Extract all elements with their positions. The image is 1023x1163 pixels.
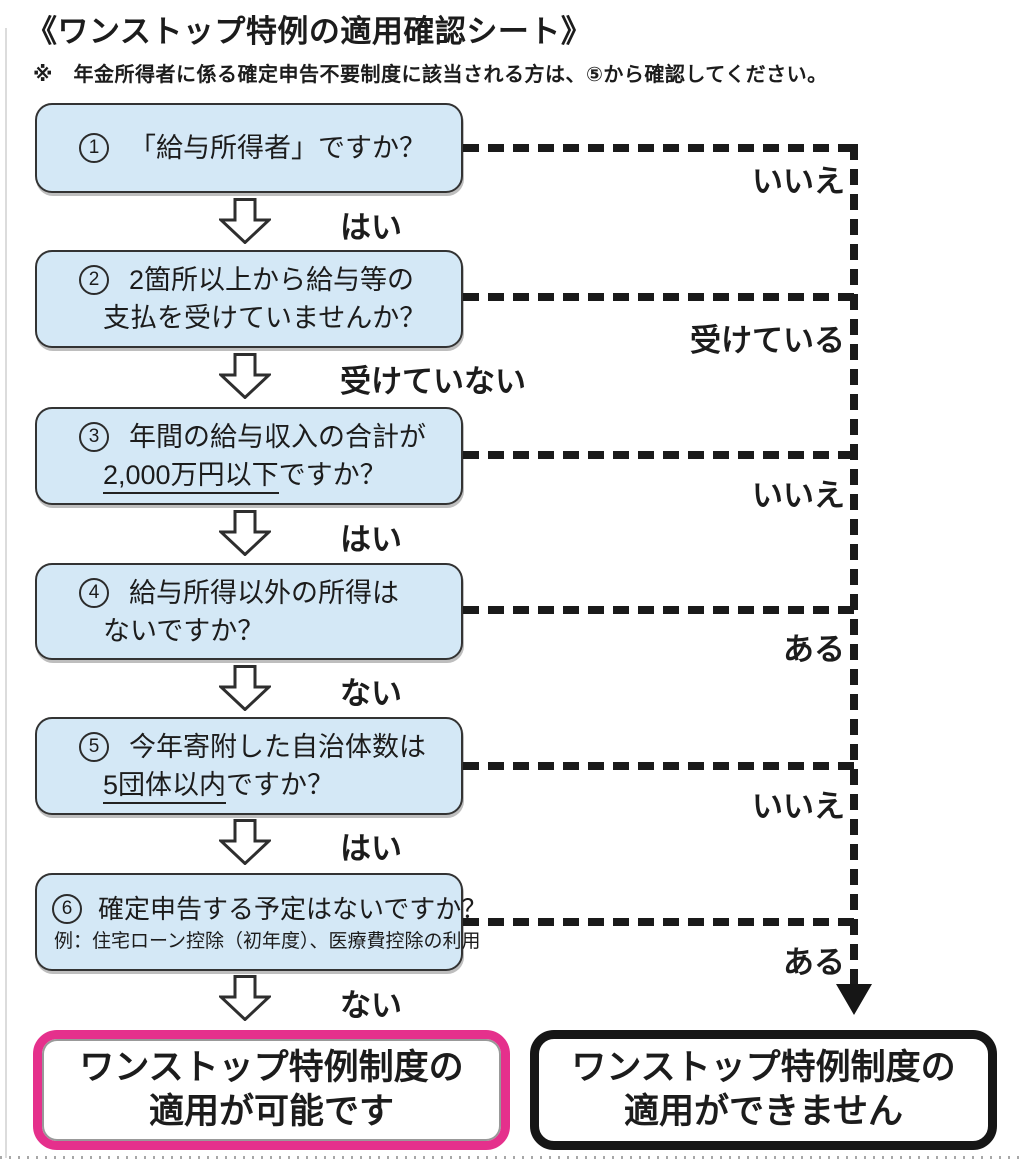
- proceed-label-2: 受けていない: [340, 364, 526, 399]
- proceed-label-4: ない: [340, 676, 402, 711]
- question-box-4: 4 給与所得以外の所得は ないですか？: [35, 563, 463, 660]
- flow-down-arrow-icon: [219, 353, 271, 399]
- step-number-badge: 6: [52, 894, 82, 924]
- flow-down-arrow-icon: [219, 975, 271, 1021]
- question-text-line2: 支払を受けていませんか？: [103, 303, 427, 333]
- cut-line-dotted: [0, 1156, 1023, 1159]
- flow-down-arrow-icon: [219, 665, 271, 711]
- flow-down-arrow-icon: [219, 510, 271, 556]
- question-line: 2 2箇所以上から給与等の: [79, 261, 461, 299]
- branch-label-4: ある: [783, 632, 845, 667]
- step-number-badge: 5: [79, 732, 109, 762]
- question-box-3: 3 年間の給与収入の合計が 2,000万円以下ですか？: [35, 407, 463, 505]
- underlined-condition: 5団体以内: [103, 770, 227, 804]
- step-number-badge: 1: [79, 133, 109, 163]
- dashed-connector-horizontal-5: [463, 762, 858, 770]
- flow-down-arrow-icon: [219, 819, 271, 865]
- flow-down-arrow-icon: [219, 198, 271, 244]
- sheet-note: ※ 年金所得者に係る確定申告不要制度に該当される方は、⑤から確認してください。: [33, 64, 828, 86]
- question-text: 2箇所以上から給与等の: [129, 265, 415, 295]
- result-eligible-line2: 適用が可能です: [148, 1092, 394, 1131]
- dashed-connector-horizontal-1: [463, 144, 858, 152]
- question-text: 確定申告する予定はないですか？: [98, 894, 488, 924]
- result-box-eligible: ワンストップ特例制度の 適用が可能です: [33, 1030, 510, 1150]
- dashed-connector-horizontal-4: [463, 606, 858, 614]
- question-box-1: 1 「給与所得者」ですか？: [35, 103, 463, 193]
- proceed-label-5: はい: [340, 831, 402, 866]
- result-box-ineligible: ワンストップ特例制度の 適用ができません: [530, 1030, 997, 1150]
- branch-label-6: ある: [783, 945, 845, 980]
- question-box-2: 2 2箇所以上から給与等の 支払を受けていませんか？: [35, 250, 463, 348]
- result-ineligible-line2: 適用ができません: [624, 1092, 903, 1131]
- result-ineligible-line1: ワンストップ特例制度の: [571, 1048, 956, 1087]
- arrowhead-down-icon: [836, 984, 872, 1015]
- underlined-condition: 2,000万円以下: [103, 460, 279, 494]
- proceed-label-6: ない: [340, 988, 402, 1023]
- question-box-6: 6 確定申告する予定はないですか？ 例：住宅ローン控除（初年度）、医療費控除の利…: [35, 873, 487, 971]
- proceed-label-3: はい: [340, 522, 402, 557]
- question-line: 6 確定申告する予定はないですか？: [52, 890, 487, 928]
- step-number-badge: 4: [79, 577, 109, 608]
- question-box-5: 5 今年寄附した自治体数は 5団体以内ですか？: [35, 717, 463, 815]
- result-eligible-line1: ワンストップ特例制度の: [79, 1048, 464, 1087]
- branch-label-1: いいえ: [752, 164, 845, 199]
- page-edge-line: [5, 28, 7, 1158]
- dashed-connector-horizontal-3: [463, 451, 858, 459]
- branch-label-3: いいえ: [752, 478, 845, 513]
- question-text-line2: ないですか？: [103, 615, 265, 646]
- question-text: 今年寄附した自治体数は: [129, 732, 426, 762]
- question-example-note: 例：住宅ローン控除（初年度）、医療費控除の利用: [54, 931, 481, 952]
- question-line: 4 給与所得以外の所得は: [79, 574, 461, 612]
- step-number-badge: 2: [79, 265, 109, 295]
- dashed-connector-vertical: [850, 144, 858, 986]
- branch-label-5: いいえ: [752, 789, 845, 824]
- question-line: 3 年間の給与収入の合計が: [79, 418, 461, 456]
- sheet-title: 《ワンストップ特例の適用確認シート》: [26, 14, 593, 49]
- question-text-rest: ですか？: [278, 460, 387, 490]
- question-text: 給与所得以外の所得は: [129, 577, 399, 608]
- dashed-connector-horizontal-6: [463, 918, 858, 926]
- proceed-label-1: はい: [340, 210, 402, 245]
- step-number-badge: 3: [79, 422, 109, 452]
- question-text-line2: 5団体以内ですか？: [103, 766, 461, 804]
- question-text-line2: 2,000万円以下ですか？: [103, 456, 461, 494]
- branch-label-2: 受けている: [690, 323, 845, 358]
- question-line: 5 今年寄附した自治体数は: [79, 728, 461, 766]
- question-text: 「給与所得者」ですか？: [129, 133, 426, 163]
- question-text: 年間の給与収入の合計が: [129, 422, 426, 452]
- question-text-rest: ですか？: [226, 770, 335, 800]
- question-line: 1 「給与所得者」ですか？: [79, 129, 461, 167]
- dashed-connector-horizontal-2: [463, 293, 858, 301]
